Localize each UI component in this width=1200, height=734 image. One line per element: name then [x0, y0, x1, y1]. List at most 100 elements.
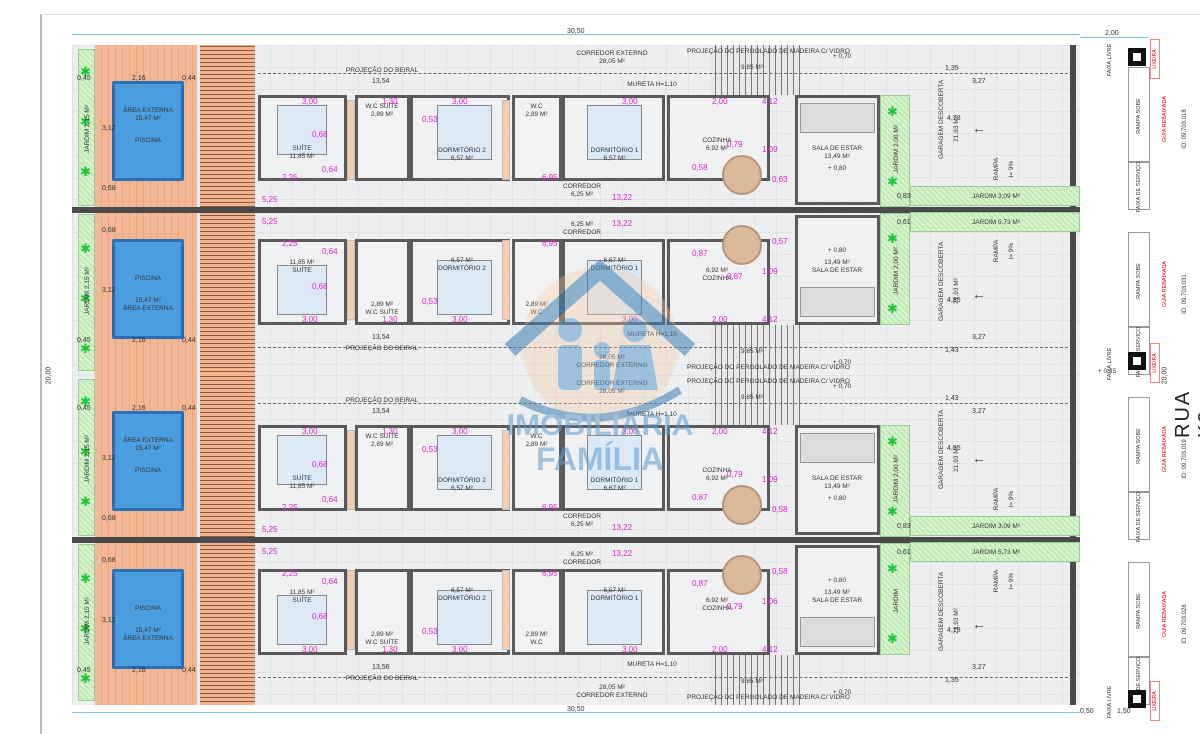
dimension-label: 6,95: [542, 569, 558, 578]
dimension-label: 0,68: [102, 557, 116, 564]
dimension-label: 13,22: [612, 193, 633, 202]
side-garden-dim: 0,61: [897, 219, 911, 226]
suite-label: SUÍTE: [292, 267, 312, 274]
wc-suite-area: 2,89 M²: [370, 111, 394, 118]
right-garden-label: JARDIM 2,00 M²: [893, 454, 900, 504]
dorm2-label: DORMITÓRIO 2: [438, 477, 486, 484]
lot-id-label: ID: 09.703.031: [1182, 274, 1188, 314]
dimension-label: 3,00: [302, 427, 318, 436]
guia-rebaixada-label: GUIA REBAIXADA: [1162, 590, 1168, 638]
cozinha-area: 6,92 M²: [705, 267, 729, 274]
beiral-label: PROJEÇÃO DO BEIRAL: [345, 345, 419, 352]
dimension-label: 0,68: [102, 185, 116, 192]
right-garden: [880, 543, 910, 655]
wc-suite-area: 2,89 M²: [370, 441, 394, 448]
sala-sofa: [800, 103, 875, 133]
pool-area-label: ÁREA EXTERNA: [123, 635, 173, 642]
rampa-sobe-zone-label: RAMPA SOBE: [1136, 262, 1142, 299]
swimming-pool: [112, 239, 184, 339]
side-garden-label: JARDIM 5,73 M²: [971, 219, 1021, 226]
dimension-label: 0,53: [422, 445, 438, 454]
dimension-label: 3,00: [452, 97, 468, 106]
dining-table: [722, 155, 762, 195]
garagem-label: GARAGEM DESCOBERTA: [938, 409, 945, 489]
dimension-label: 0,53: [422, 297, 438, 306]
dimension-label: 5,25: [262, 195, 278, 204]
pergolado-area: 9,85 M²: [740, 348, 764, 355]
wood-deck: [200, 210, 255, 375]
level-marker-b: + 0,80: [827, 577, 847, 584]
dimension-label: 3,27: [972, 408, 986, 415]
dimension-label: 3,12: [102, 617, 116, 624]
wc-suite-room: [355, 425, 410, 511]
dimension-label: 0,87: [692, 493, 708, 502]
pool-area-label: ÁREA EXTERNA: [123, 107, 173, 114]
dorm2-closet: [502, 430, 510, 510]
pool-area-label: ÁREA EXTERNA: [123, 437, 173, 444]
pergolado-label: PROJEÇÃO DO PERGOLADO DE MADEIRA C/ VIDR…: [687, 694, 850, 701]
faixa-servico-zone: FAIXA DE SERVIÇO: [1128, 492, 1150, 542]
dimension-label: 0,63: [772, 175, 788, 184]
wood-deck: [200, 45, 255, 210]
suite-bed: [277, 435, 327, 485]
beiral-label: PROJEÇÃO DO BEIRAL: [345, 67, 419, 74]
wood-deck: [200, 375, 255, 540]
sala-area: 13,49 M²: [824, 483, 850, 490]
pool-area-value: 15,47 M²: [135, 297, 161, 304]
pergolado-area: 9,85 M²: [740, 678, 764, 685]
suite-label: SUÍTE: [292, 145, 312, 152]
rampa-sobe-zone-label: RAMPA SOBE: [1136, 97, 1142, 134]
dimension-sidewalk-top: 2,00: [1105, 30, 1119, 37]
plant-icon: ✱: [887, 231, 898, 246]
dimension-label: 0,45: [77, 337, 91, 344]
dorm1-bed: [587, 435, 642, 490]
dining-table: [722, 225, 762, 265]
pergolado-area: 9,85 M²: [740, 64, 764, 71]
suite-bed: [277, 595, 327, 645]
corredor-externo-area: 28,05 M²: [599, 684, 625, 691]
garagem-area: 21,93 M²: [953, 608, 960, 634]
dimension-label: 4,78: [947, 115, 961, 122]
dimension-label: 3,00: [302, 645, 318, 654]
dimension-label: 5,25: [262, 217, 278, 226]
pergolado-label: PROJEÇÃO DO PERGOLADO DE MADEIRA C/ VIDR…: [687, 378, 850, 385]
dimension-label: 0,44: [182, 405, 196, 412]
suite-label: SUÍTE: [292, 597, 312, 604]
left-garden-label: JARDIM 2,15 M²: [84, 434, 91, 484]
dimension-label: 3,27: [972, 334, 986, 341]
dorm2-area: 6,57 M²: [450, 257, 474, 264]
suite-closet: [347, 100, 355, 180]
side-garden-dim: 0,83: [897, 193, 911, 200]
right-garden-label: JARDIM 2,00 M²: [893, 124, 900, 174]
dorm2-bed: [437, 590, 492, 645]
dimension-label: 0,44: [182, 667, 196, 674]
dimension-label: 0,79: [727, 470, 743, 479]
swimming-pool: [112, 81, 184, 181]
pool-label: PISCINA: [134, 137, 161, 144]
dimension-label: 1,30: [382, 645, 398, 654]
dorm2-area: 6,57 M²: [450, 485, 474, 492]
lot-id-label: ID: 09.703.028: [1182, 604, 1188, 644]
unit-wall: [72, 539, 1080, 543]
sala-label: SALA DE ESTAR: [811, 597, 863, 604]
rampa-sobe-zone: RAMPA SOBE: [1128, 232, 1150, 327]
wc-area: 2,89 M²: [525, 441, 548, 448]
left-garden: [78, 49, 95, 206]
dimension-label: 0,64: [322, 577, 338, 586]
rampa-sobe-zone-label: RAMPA SOBE: [1136, 592, 1142, 629]
dimension-label: 3,27: [972, 664, 986, 671]
dimension-label: 2,25: [282, 569, 298, 578]
dimension-label: 3,00: [302, 97, 318, 106]
dimension-label: 0,68: [312, 612, 328, 621]
dimension-label: 2,16: [132, 75, 146, 82]
mureta-label: MURETA H=1,10: [627, 81, 677, 88]
corredor-area: 6,25 M²: [570, 191, 594, 198]
rampa-slope: i= 9%: [1008, 160, 1015, 178]
dimension-label: 2,00: [712, 97, 728, 106]
dimension-label: 1,09: [762, 267, 778, 276]
dimension-label: 6,95: [542, 503, 558, 512]
dimension-label: 1,09: [762, 475, 778, 484]
rampa-label: RAMPA: [993, 157, 1000, 181]
dimension-label: 6,95: [542, 173, 558, 182]
dimension-label: 0,64: [322, 495, 338, 504]
